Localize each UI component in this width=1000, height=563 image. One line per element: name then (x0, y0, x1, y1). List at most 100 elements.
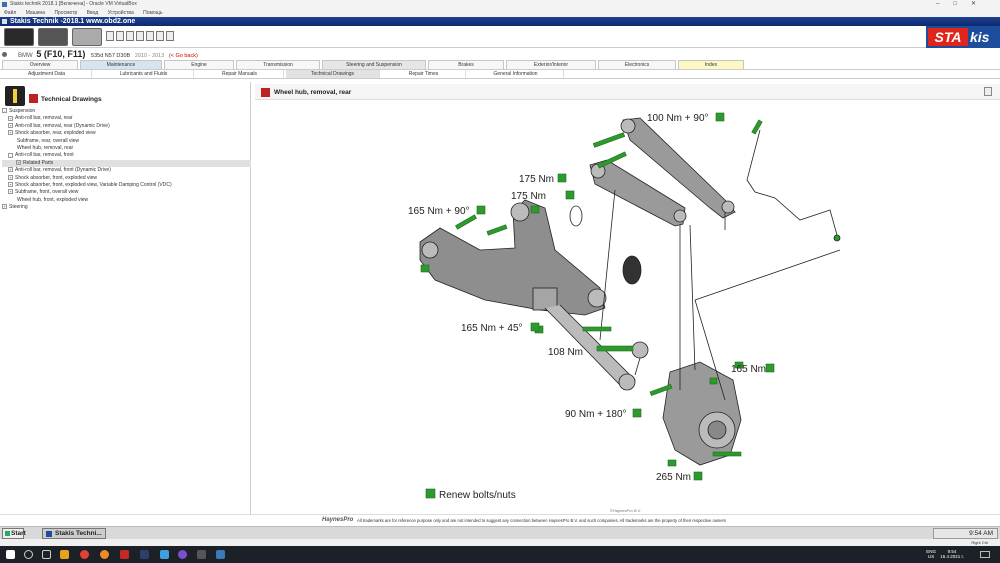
photoshop-icon[interactable] (140, 550, 149, 559)
bolt (751, 119, 763, 135)
expand-icon[interactable]: + (8, 130, 13, 136)
tool-icon-6[interactable] (156, 31, 164, 41)
menu-help[interactable]: Помощь (143, 10, 163, 16)
tree-item[interactable]: +Subframe, front, overall view (2, 189, 251, 196)
vehicle-brand: BMW (18, 53, 33, 59)
tree-item[interactable]: +Shock absorber, rear, exploded view (2, 130, 251, 137)
window-controls[interactable]: –□✕ (936, 1, 990, 7)
vehicle-info: BMW 5 (F10, F11) 535d N57 D30B 2010 - 20… (0, 48, 1000, 60)
firefox-icon[interactable] (100, 550, 109, 559)
left-panel-header: Technical Drawings (2, 84, 251, 106)
tool-icon-7[interactable] (166, 31, 174, 41)
expand-icon[interactable]: + (2, 204, 7, 210)
expand-icon[interactable]: + (8, 122, 13, 128)
menu-devices[interactable]: Устройства (107, 10, 134, 16)
menu-view[interactable]: Просмотр (54, 10, 78, 16)
torque-label: 175 Nm (519, 174, 554, 185)
tree-item-selected[interactable]: +Related Parts (2, 159, 251, 168)
tab-index[interactable]: Index (678, 60, 744, 69)
expand-icon[interactable]: + (16, 159, 21, 165)
file-explorer-icon[interactable] (60, 550, 69, 559)
menu-machine[interactable]: Машина (25, 10, 46, 16)
subtab-lubricants[interactable]: Lubricants and Fluids (94, 70, 194, 78)
tab-electronics[interactable]: Electronics (598, 60, 676, 69)
torque-label: 165 Nm (731, 364, 766, 375)
leader-line (599, 189, 616, 341)
torque-label: 108 Nm (548, 347, 583, 358)
tab-transmission[interactable]: Transmission (236, 60, 320, 69)
bushing (587, 288, 607, 308)
collapse-icon[interactable]: - (8, 152, 13, 158)
tree-item[interactable]: +Anti-roll bar, removal, rear (Dynamic D… (2, 123, 251, 130)
subtab-adjustment-data[interactable]: Adjustment Data (2, 70, 92, 78)
language-indicator[interactable]: ENG US (926, 549, 936, 559)
tree-item[interactable]: Wheel hub, front, exploded view (2, 197, 251, 204)
tree-item-label: Suspension (9, 108, 36, 114)
tree-item-label: Anti-roll bar, removal, rear (Dynamic Dr… (15, 122, 110, 129)
subtab-repair-manuals[interactable]: Repair Manuals (196, 70, 284, 78)
search-icon[interactable] (24, 550, 33, 559)
tool-icon-1[interactable] (106, 31, 114, 41)
tab-engine[interactable]: Engine (164, 60, 234, 69)
subtab-repair-times[interactable]: Repair Times (382, 70, 466, 78)
tree-item[interactable]: -Suspension (2, 108, 251, 115)
tab-brakes[interactable]: Brakes (428, 60, 504, 69)
drawing-icon (261, 88, 270, 97)
wheel-hub-diagram: 100 Nm + 90° 175 Nm 175 Nm 165 Nm + 90° … (408, 112, 841, 513)
notification-icon[interactable] (980, 551, 990, 558)
tree-item[interactable]: +Shock absorber, front, exploded view, V… (2, 182, 251, 189)
chrome-icon[interactable] (80, 550, 89, 559)
tool-icon-2[interactable] (116, 31, 124, 41)
menu-file[interactable]: Файл (4, 10, 17, 16)
stakis-app-icon[interactable] (216, 550, 225, 559)
subtab-general-information[interactable]: General Information (468, 70, 564, 78)
taskbar-app-button[interactable]: Stakis Techni... (42, 528, 106, 539)
tool-icon-5[interactable] (146, 31, 154, 41)
subtab-technical-drawings[interactable]: Technical Drawings (286, 70, 380, 78)
nut (709, 377, 718, 385)
tree-item[interactable]: +Steering (2, 204, 251, 211)
expand-icon[interactable]: + (8, 167, 13, 173)
host-clock[interactable]: 9:54 15.4.2021 г. (940, 549, 964, 559)
windows-start-icon[interactable] (6, 550, 15, 559)
expand-icon[interactable]: + (8, 174, 13, 180)
tool-icon-3[interactable] (126, 31, 134, 41)
viber-icon[interactable] (178, 550, 187, 559)
task-view-icon[interactable] (42, 550, 51, 559)
vbox-window-title: Stakis technik 2018.1 [Включена] - Oracl… (0, 0, 1000, 9)
vehicle-type-button[interactable] (38, 28, 68, 46)
tab-exterior-interior[interactable]: Exterior/Interior (506, 60, 596, 69)
go-back-link[interactable]: (< Go back) (168, 53, 198, 59)
tree-item[interactable]: +Anti-roll bar, removal, rear (2, 115, 251, 122)
collapse-icon[interactable]: - (2, 108, 7, 114)
tree-item[interactable]: Subframe, rear, overall view (2, 138, 251, 145)
start-button[interactable]: Start (2, 528, 26, 539)
host-taskbar: ENG US 9:54 15.4.2021 г. (0, 546, 1000, 563)
app-icon[interactable] (160, 550, 169, 559)
print-icon[interactable] (984, 87, 992, 96)
tree-item-label: Shock absorber, front, exploded view (15, 174, 97, 181)
tree-item[interactable]: -Anti-roll bar, removal, front (2, 152, 251, 159)
expand-icon[interactable]: + (8, 182, 13, 188)
expand-icon[interactable]: + (8, 115, 13, 121)
tool-icon-4[interactable] (136, 31, 144, 41)
bolt (597, 151, 627, 169)
tab-maintenance[interactable]: Maintenance (80, 60, 162, 69)
bolt (712, 451, 742, 457)
lower-wishbone (419, 199, 606, 316)
virtualbox-icon[interactable] (197, 550, 206, 559)
tab-steering-suspension[interactable]: Steering and Suspension (322, 60, 426, 69)
app-icon[interactable] (120, 550, 129, 559)
vbox-title-text: Stakis technik 2018.1 [Включена] - Oracl… (10, 1, 137, 7)
tree-item[interactable]: Wheel hub, removal, rear (2, 145, 251, 152)
tab-overview[interactable]: Overview (2, 60, 78, 69)
virtualbox-icon (2, 2, 7, 7)
car-selection-button[interactable] (4, 28, 34, 46)
tree-item[interactable]: +Anti-roll bar, removal, front (Dynamic … (2, 167, 251, 174)
truck-type-button[interactable] (72, 28, 102, 46)
tree-item-label: Anti-roll bar, removal, front (Dynamic D… (15, 167, 111, 174)
bushing (510, 202, 530, 222)
tree-item[interactable]: +Shock absorber, front, exploded view (2, 175, 251, 182)
menu-input[interactable]: Ввод (86, 10, 99, 16)
expand-icon[interactable]: + (8, 189, 13, 195)
